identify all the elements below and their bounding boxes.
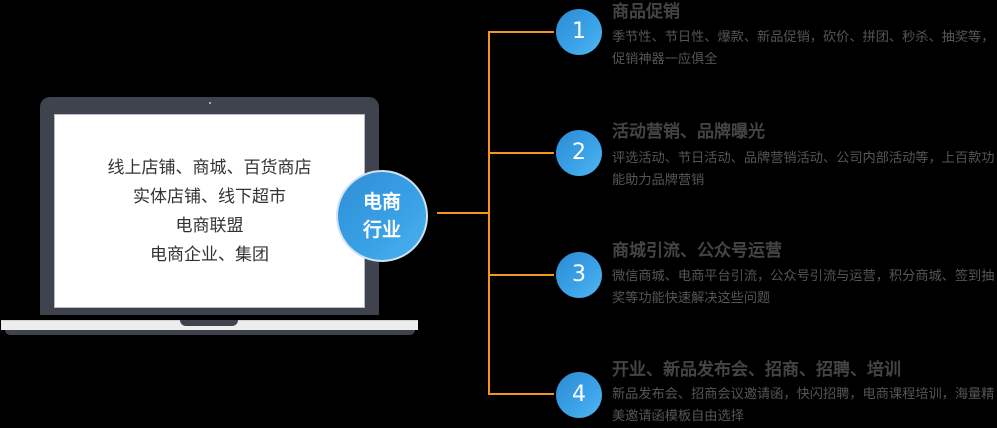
- connector-branch-2: [488, 152, 554, 154]
- item-title-3: 商城引流、公众号运营: [612, 241, 782, 261]
- laptop-notch: [180, 320, 238, 326]
- connector-hub: [437, 212, 489, 214]
- number-badge-4: 4: [556, 372, 602, 418]
- hub-label-line2: 行业: [362, 219, 401, 241]
- connector-branch-3: [488, 274, 554, 276]
- screen-line: 电商企业、集团: [150, 245, 269, 265]
- screen-line: 实体店铺、线下超市: [133, 187, 286, 207]
- item-desc-1: 季节性、节日性、爆款、新品促销，砍价、拼团、秒杀、抽奖等，促销神器一应俱全: [612, 30, 995, 67]
- connector-branch-4: [488, 393, 554, 395]
- screen-text: 线上店铺、商城、百货商店 实体店铺、线下超市 电商联盟 电商企业、集团: [55, 154, 364, 270]
- laptop-screen: 线上店铺、商城、百货商店 实体店铺、线下超市 电商联盟 电商企业、集团: [54, 114, 365, 308]
- connector-branch-1: [488, 31, 554, 33]
- connector-trunk: [488, 31, 490, 395]
- laptop-base-bottom: [5, 330, 415, 335]
- item-title-1: 商品促销: [612, 2, 680, 22]
- camera-dot: [209, 102, 211, 104]
- screen-line: 电商联盟: [175, 216, 244, 236]
- hub-label-line1: 电商: [362, 191, 401, 213]
- number-badge-3: 3: [556, 252, 602, 298]
- laptop-lid: 线上店铺、商城、百货商店 实体店铺、线下超市 电商联盟 电商企业、集团: [40, 97, 379, 315]
- item-title-2: 活动营销、品牌曝光: [612, 122, 765, 142]
- screen-line: 线上店铺、商城、百货商店: [107, 158, 312, 178]
- item-desc-3: 微信商城、电商平台引流，公众号引流与运营，积分商城、签到抽奖等功能快速解决这些问…: [612, 269, 995, 306]
- item-title-4: 开业、新品发布会、招商、招聘、培训: [612, 360, 901, 380]
- item-desc-2: 评选活动、节日活动、品牌营销活动、公司内部活动等，上百款功能助力品牌营销: [612, 151, 995, 188]
- item-desc-4: 新品发布会、招商会议邀请函，快闪招聘，电商课程培训，海量精美邀请函模板自由选择: [612, 387, 995, 424]
- number-badge-2: 2: [556, 130, 602, 176]
- hub-circle: 电商 行业: [336, 170, 428, 262]
- number-badge-1: 1: [556, 9, 602, 55]
